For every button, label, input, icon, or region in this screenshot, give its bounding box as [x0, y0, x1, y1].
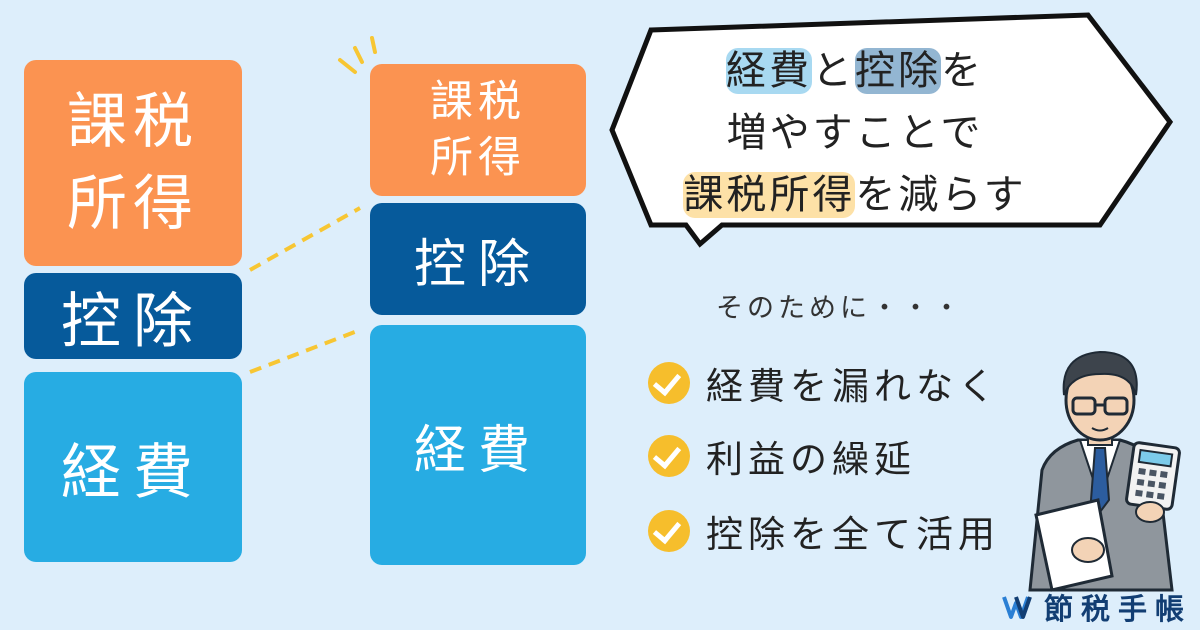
checklist-item: 経費を漏れなく	[648, 356, 1000, 410]
sparkle-icon	[338, 36, 377, 74]
right-deduction-block: 控除	[370, 203, 586, 315]
right-deduction-label: 控除	[413, 234, 542, 295]
left-expense-label: 経費	[61, 437, 205, 508]
bubble-line1: 経費と控除を	[660, 40, 1050, 102]
left-taxable-income-line2: 所得	[67, 169, 199, 239]
bubble-line1-particle: と	[812, 48, 855, 94]
left-taxable-income-line1: 課税	[67, 87, 199, 157]
bubble-line3: 課税所得を減らす	[660, 164, 1050, 226]
checklist-item: 控除を全て活用	[648, 504, 1000, 558]
bubble-message: 経費と控除を 増やすことで 課税所得を減らす	[660, 40, 1050, 226]
bubble-line3-end: を減らす	[855, 172, 1027, 218]
checklist-item: 利益の繰延	[648, 429, 916, 483]
checklist-label: 控除を全て活用	[706, 513, 1000, 556]
highlight-expense: 経費	[726, 48, 812, 94]
connector-deduction	[249, 206, 361, 272]
highlight-deduction: 控除	[855, 48, 941, 94]
right-expense-label: 経費	[413, 420, 542, 481]
right-taxable-income-line1: 課税	[430, 77, 526, 127]
for-that-text: そのために・・・	[716, 293, 964, 324]
bubble-line1-end: を	[941, 48, 984, 94]
right-taxable-income-line2: 所得	[430, 133, 526, 183]
brand-name: 節税手帳	[1044, 592, 1193, 626]
checklist-label: 経費を漏れなく	[706, 365, 1000, 408]
highlight-taxable-income: 課税所得	[683, 172, 856, 218]
check-icon	[648, 510, 690, 552]
left-taxable-income-block: 課税 所得	[24, 60, 242, 266]
left-deduction-label: 控除	[61, 286, 205, 357]
left-expense-block: 経費	[24, 372, 242, 562]
check-icon	[648, 362, 690, 404]
right-expense-block: 経費	[370, 325, 586, 565]
bubble-line2: 増やすことで	[726, 110, 984, 156]
checklist-label: 利益の繰延	[706, 438, 916, 481]
brand-logo: 節税手帳	[1002, 586, 1192, 628]
check-icon	[648, 435, 690, 477]
left-deduction-block: 控除	[24, 273, 242, 359]
connector-expense	[249, 328, 361, 374]
brand-logo-icon	[1002, 596, 1032, 619]
right-taxable-income-block: 課税 所得	[370, 64, 586, 196]
